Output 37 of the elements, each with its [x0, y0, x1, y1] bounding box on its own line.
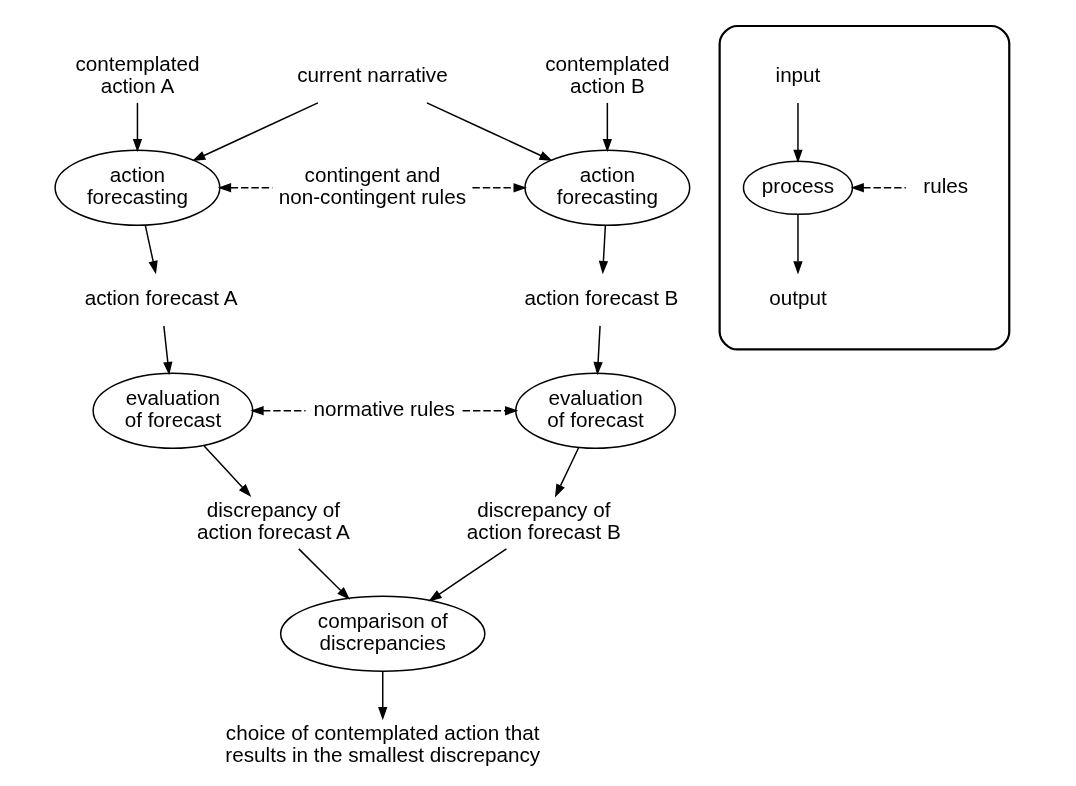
node-text: action forecast B [524, 285, 679, 309]
node-text: output [769, 285, 827, 309]
arrow [461, 406, 519, 416]
node-ellipse: evaluation of forecast [515, 372, 677, 449]
node-text: action forecast A [84, 285, 238, 309]
cluster [718, 24, 1011, 351]
arrow [598, 224, 609, 275]
arrow [203, 445, 252, 497]
arrow [192, 102, 319, 162]
arrow [426, 102, 553, 162]
arrow [593, 325, 603, 376]
node-text: contemplated action B [545, 51, 670, 97]
arrow [144, 224, 158, 275]
arrow [132, 102, 143, 153]
node-ellipse: process [742, 160, 854, 216]
node-ellipse: comparison of discrepancies [279, 595, 486, 672]
node-text: contingent and non-contingent rules [278, 163, 467, 209]
node-text: discrepancy of action forecast A [196, 497, 350, 543]
arrow [602, 102, 612, 153]
arrow [250, 406, 307, 416]
node-text: discrepancy of action forecast B [466, 497, 621, 543]
node-text: choice of contemplated action that results in the smallest discrepancy [225, 720, 541, 766]
node-text: normative rules [313, 397, 455, 421]
arrow [378, 670, 388, 721]
arrow [428, 548, 508, 602]
arrow [850, 183, 907, 193]
arrow [793, 102, 803, 164]
arrow [793, 213, 803, 275]
node-ellipse: evaluation of forecast [92, 372, 254, 449]
node-text: contemplated action A [75, 51, 200, 97]
node-text: current narrative [297, 62, 448, 86]
arrow [471, 183, 527, 193]
arrow [554, 447, 580, 498]
arrow [163, 325, 173, 376]
node-text: rules [923, 174, 969, 198]
arrow [298, 548, 350, 600]
node-text: input [775, 62, 821, 86]
